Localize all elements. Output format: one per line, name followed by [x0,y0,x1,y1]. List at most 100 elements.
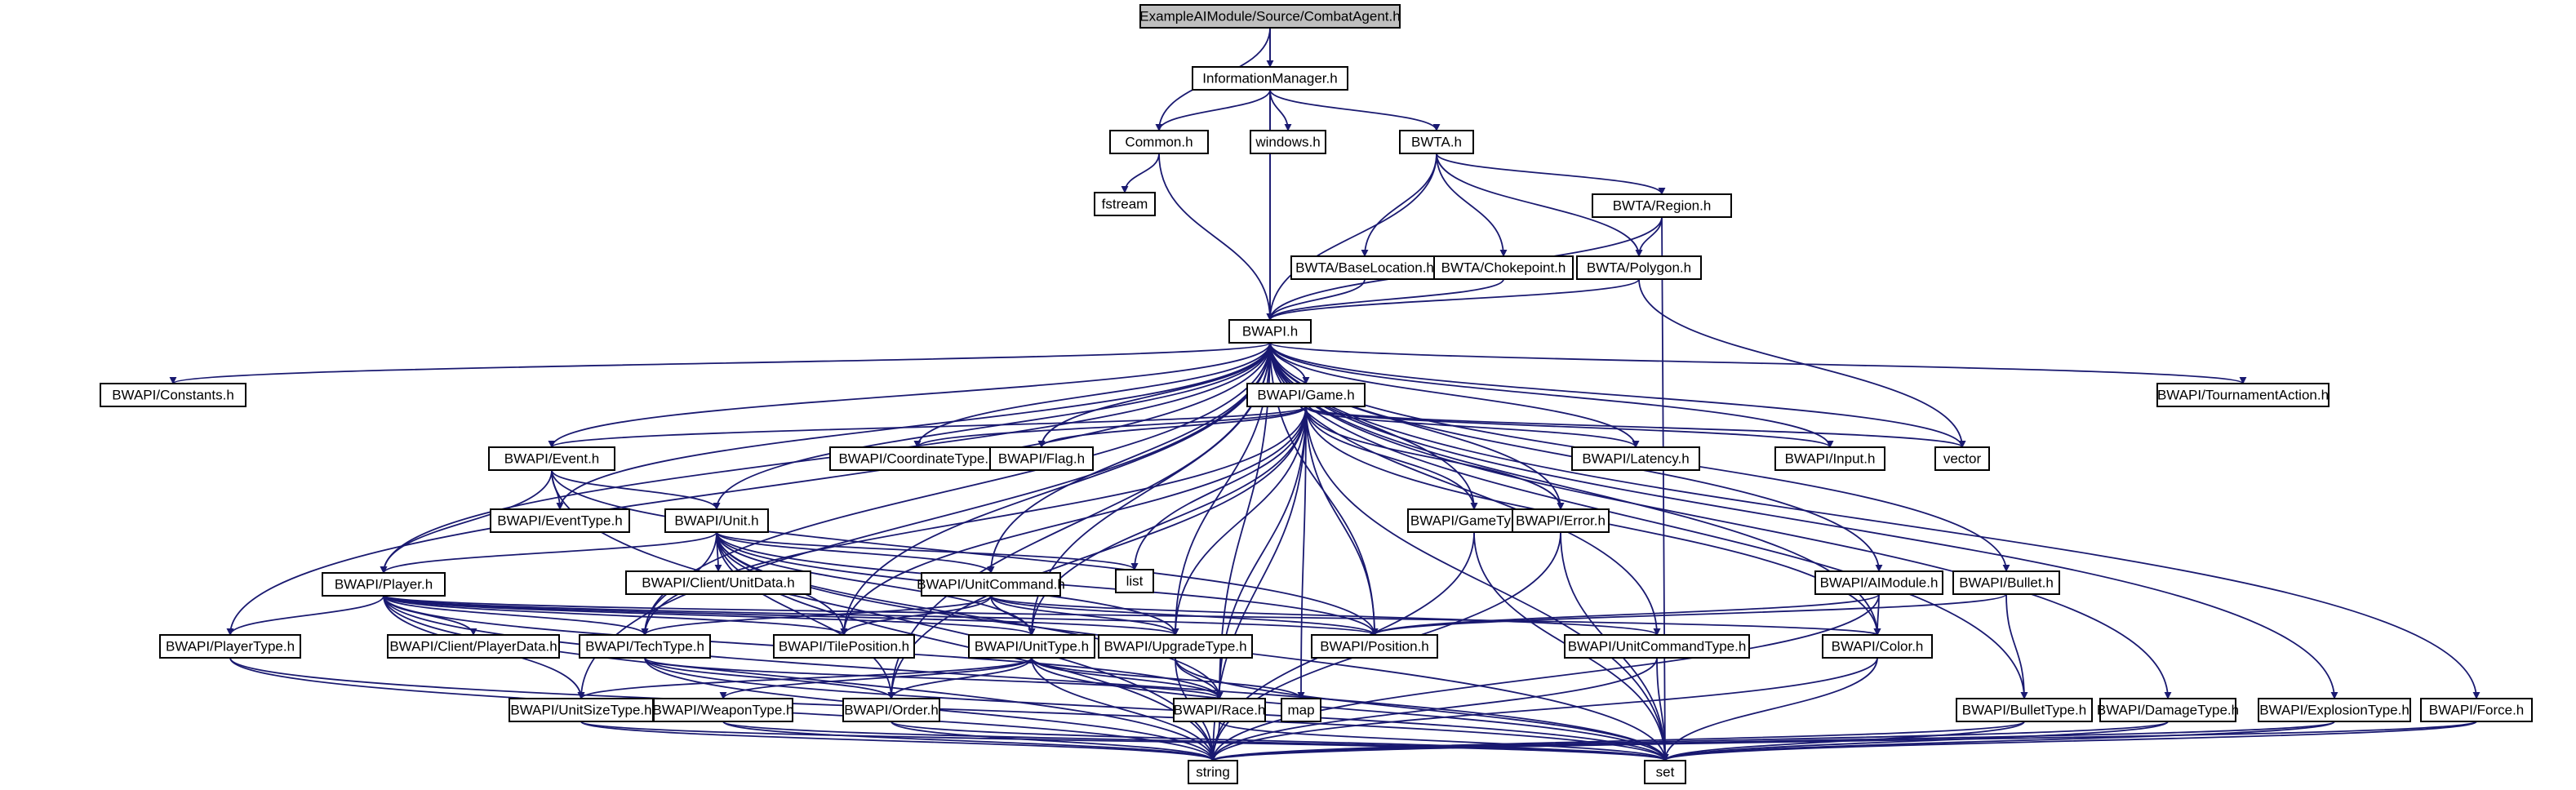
edge-bwapi-to-unitsize [577,342,1271,699]
node-box-bwapi [1228,319,1312,344]
node-bwta[interactable]: BWTA.h [1399,130,1474,154]
node-force[interactable]: BWAPI/Force.h [2420,698,2533,722]
edge-player-to-playertype [226,595,384,636]
node-unitcmd[interactable]: BWAPI/UnitCommand.h [917,572,1065,597]
edge-unittype-to-order [887,657,1033,699]
node-bullet[interactable]: BWAPI/Bullet.h [1952,570,2060,595]
node-aimodule[interactable]: BWAPI/AIModule.h [1814,570,1943,595]
node-polygon[interactable]: BWTA/Polygon.h [1576,255,1702,280]
node-label-order: BWAPI/Order.h [844,702,939,717]
node-label-damagetype: BWAPI/DamageType.h [2097,702,2239,717]
node-event[interactable]: BWAPI/Event.h [488,446,615,471]
node-choke[interactable]: BWTA/Chokepoint.h [1433,255,1574,280]
node-box-order [842,698,940,722]
node-fstream: fstream [1094,192,1156,216]
node-eventtype[interactable]: BWAPI/EventType.h [490,508,630,533]
node-bullettype[interactable]: BWAPI/BulletType.h [1956,698,2093,722]
edge-game-to-set [1305,406,1669,761]
edge-player-to-color [383,595,1881,636]
node-color[interactable]: BWAPI/Color.h [1822,634,1933,659]
node-box-unittype [968,634,1095,659]
edge-game-to-coordtype [913,406,1307,448]
node-clientplayer[interactable]: BWAPI/Client/PlayerData.h [387,634,560,659]
node-label-region: BWTA/Region.h [1613,198,1712,213]
node-label-gametype: BWAPI/GameType.h [1410,513,1538,528]
node-unitcmdtype[interactable]: BWAPI/UnitCommandType.h [1564,634,1750,659]
node-box-map [1281,698,1321,722]
node-upgradetype[interactable]: BWAPI/UpgradeType.h [1098,634,1253,659]
node-common[interactable]: Common.h [1109,130,1209,154]
node-explosion[interactable]: BWAPI/ExplosionType.h [2258,698,2411,722]
node-tilepos[interactable]: BWAPI/TilePosition.h [773,634,915,659]
node-player[interactable]: BWAPI/Player.h [322,572,446,597]
node-label-player: BWAPI/Player.h [335,576,433,592]
node-label-playertype: BWAPI/PlayerType.h [166,638,295,654]
node-label-eventtype: BWAPI/EventType.h [497,513,622,528]
node-label-bullettype: BWAPI/BulletType.h [1962,702,2086,717]
node-position[interactable]: BWAPI/Position.h [1311,634,1438,659]
node-clientunit[interactable]: BWAPI/Client/UnitData.h [625,570,811,595]
node-game[interactable]: BWAPI/Game.h [1246,383,1366,407]
edge-order-to-set [890,721,1669,761]
node-playertype[interactable]: BWAPI/PlayerType.h [159,634,301,659]
node-label-unitsize: BWAPI/UnitSizeType.h [510,702,651,717]
node-label-flag: BWAPI/Flag.h [998,450,1085,466]
node-box-windows [1250,130,1326,154]
edge-unittype-to-weapon [719,657,1033,699]
node-box-common [1109,130,1209,154]
node-input[interactable]: BWAPI/Input.h [1774,446,1885,471]
node-label-race: BWAPI/Race.h [1174,702,1266,717]
node-damagetype[interactable]: BWAPI/DamageType.h [2097,698,2239,722]
node-region[interactable]: BWTA/Region.h [1592,193,1732,218]
node-box-player [322,572,446,597]
node-label-color: BWAPI/Color.h [1832,638,1924,654]
node-box-position [1311,634,1438,659]
edge-unittype-to-race [1031,657,1224,699]
node-unit[interactable]: BWAPI/Unit.h [664,508,769,533]
edge-player-to-upgradetype [383,595,1179,636]
edge-techtype-to-order [644,657,895,699]
edge-bullet-to-position [1370,593,2007,636]
node-box-combat [1139,4,1401,29]
edge-game-to-error [1305,406,1565,510]
node-box-techtype [579,634,711,659]
node-info[interactable]: InformationManager.h [1192,66,1348,91]
edge-bwta-to-bwapi [1266,153,1437,321]
node-label-string: string [1196,764,1230,779]
edge-aimodule-to-position [1370,593,1880,636]
node-latency[interactable]: BWAPI/Latency.h [1571,446,1700,471]
node-box-set [1644,760,1686,784]
edge-polygon-to-vector [1638,278,1966,448]
node-constants[interactable]: BWAPI/Constants.h [100,383,246,407]
node-box-bwta [1399,130,1474,154]
node-label-latency: BWAPI/Latency.h [1582,450,1689,466]
nodes-layer: ExampleAIModule/Source/CombatAgent.hInfo… [100,4,2533,784]
node-flag[interactable]: BWAPI/Flag.h [989,446,1094,471]
node-weapon[interactable]: BWAPI/WeaponType.h [653,698,794,722]
node-label-common: Common.h [1125,134,1193,149]
edge-color-to-string [1209,657,1878,761]
node-box-string [1188,760,1238,784]
node-error[interactable]: BWAPI/Error.h [1512,508,1610,533]
node-label-polygon: BWTA/Polygon.h [1587,260,1691,275]
node-coordtype[interactable]: BWAPI/CoordinateType.h [829,446,1006,471]
edge-bwapi-to-explosion [1269,342,2338,699]
node-box-choke [1433,255,1574,280]
edge-bwapi-to-tournament [1269,342,2247,384]
node-label-combat: ExampleAIModule/Source/CombatAgent.h [1139,8,1400,24]
node-bwapi[interactable]: BWAPI.h [1228,319,1312,344]
node-combat[interactable]: ExampleAIModule/Source/CombatAgent.h [1139,4,1401,29]
node-baseloc[interactable]: BWTA/BaseLocation.h [1290,255,1439,280]
node-unittype[interactable]: BWAPI/UnitType.h [968,634,1095,659]
node-label-tilepos: BWAPI/TilePosition.h [779,638,909,654]
node-race[interactable]: BWAPI/Race.h [1173,698,1266,722]
node-unitsize[interactable]: BWAPI/UnitSizeType.h [509,698,654,722]
node-techtype[interactable]: BWAPI/TechType.h [579,634,711,659]
edge-bwapi-to-player [380,342,1271,574]
node-order[interactable]: BWAPI/Order.h [842,698,940,722]
node-tournament[interactable]: BWAPI/TournamentAction.h [2156,383,2330,407]
edge-choke-to-bwapi [1266,278,1504,321]
node-label-event: BWAPI/Event.h [504,450,600,466]
edge-unittype-to-map [1031,657,1305,699]
node-label-windows: windows.h [1255,134,1320,149]
